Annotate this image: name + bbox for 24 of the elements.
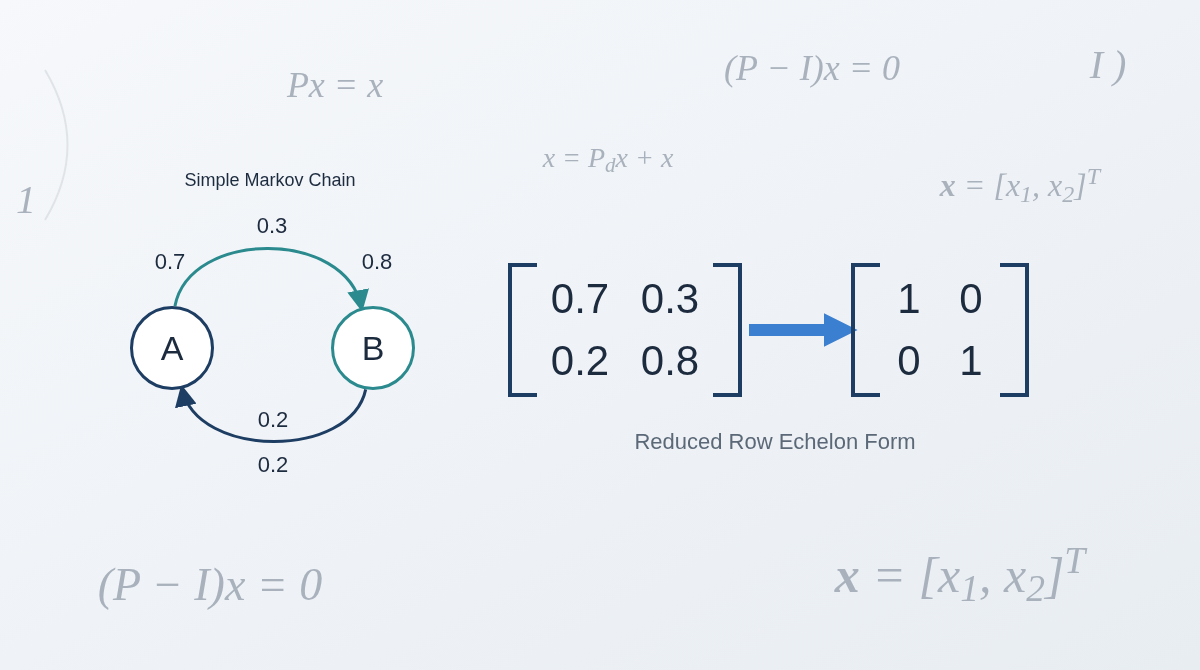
edge-label: 0.3 (256, 215, 288, 237)
formula: 1 (16, 180, 36, 220)
matrix-entry: 0.8 (640, 340, 700, 382)
formula: (P − I)x = 0 (97, 562, 323, 608)
formula: I ) (1089, 45, 1127, 85)
diagram-title: Simple Markov Chain (184, 168, 356, 192)
matrix-entry: 0.2 (550, 340, 610, 382)
formula: x = [x$_{1}$, x$_{2}$]$^{T}$ (834, 550, 1086, 600)
formula: (P − I)x = 0 (724, 50, 900, 86)
edge-label: 0.2 (257, 454, 289, 476)
formula: x = P$_{d}$x + x (542, 144, 674, 172)
caption: Reduced Row Echelon Form (634, 427, 916, 456)
arrow (749, 313, 858, 347)
matrix-entry: 0 (959, 278, 983, 320)
matrix-entry: 0.3 (640, 278, 700, 320)
matrix-entry: 0 (897, 340, 921, 382)
matrix-entry: 0.7 (550, 278, 610, 320)
matrix-entry: 1 (959, 340, 983, 382)
matrix-entry: 1 (897, 278, 921, 320)
formula: Px = x (286, 67, 384, 103)
probability-label: 0.8 (361, 251, 393, 273)
probability-label: 0.7 (154, 251, 186, 273)
formula: x = [x$_{1}$, x$_{2}$]$^{T}$ (939, 169, 1101, 201)
probability-label: 0.2 (257, 409, 289, 431)
